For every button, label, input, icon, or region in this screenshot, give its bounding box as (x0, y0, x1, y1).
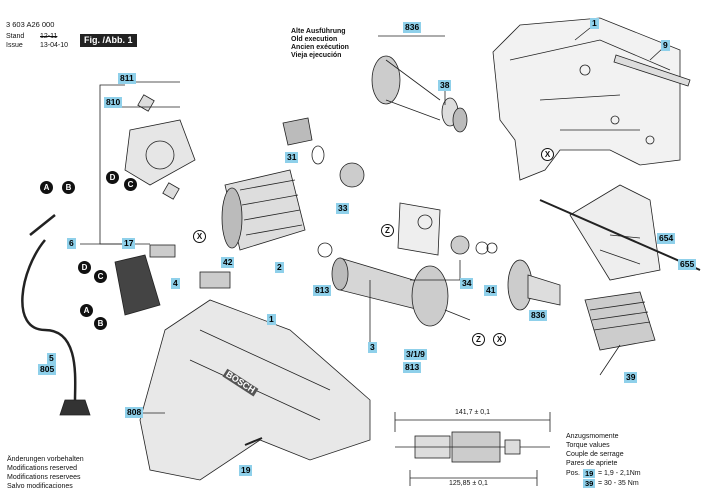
callout-9: 9 (661, 40, 670, 51)
marker-c-top: C (124, 178, 137, 191)
marker-c-bottom: C (94, 270, 107, 283)
marker-z-plate: Z (381, 224, 394, 237)
issue-label: Issue (6, 42, 23, 49)
torque-row2-val: = 30 - 35 Nm (598, 480, 639, 487)
callout-1-bottom: 1 (267, 314, 276, 325)
brush-holder (124, 119, 196, 186)
armature (339, 257, 421, 311)
dimension-top: 141,7 ± 0,1 (455, 409, 490, 416)
old-gear (371, 55, 401, 105)
footer-en: Modifications reserved (7, 465, 78, 472)
marker-x-housing: X (541, 148, 554, 161)
torque-es: Pares de apriete (566, 460, 618, 467)
callout-2: 2 (275, 262, 284, 273)
callout-655: 655 (678, 259, 697, 270)
marker-x-armature: X (493, 333, 506, 346)
torque-de: Anzugsmomente (566, 433, 619, 440)
torque-row2-pos: 39 (583, 479, 596, 488)
callout-39: 39 (624, 372, 638, 383)
marker-b-top: B (62, 181, 75, 194)
guide-rail (613, 54, 691, 87)
issue-value: 13-04-10 (40, 42, 69, 49)
clutch-ring (339, 162, 365, 188)
footer-es: Salvo modificaciones (7, 483, 73, 490)
marker-d-top: D (106, 171, 119, 184)
old-execution-es: Vieja ejecución (291, 52, 342, 59)
callout-3-1-9: 3/1/9 (404, 349, 427, 360)
marker-a-top: A (40, 181, 53, 194)
callout-813-left: 813 (313, 285, 332, 296)
callout-811: 811 (118, 73, 136, 84)
callout-3: 3 (368, 342, 377, 353)
marker-d-bottom: D (78, 261, 91, 274)
torque-row1-val: = 1,9 - 2,1Nm (598, 470, 641, 477)
callout-813-right: 813 (403, 362, 422, 373)
callout-808: 808 (125, 407, 144, 418)
footer-fr: Modifications reservees (7, 474, 81, 481)
callout-5: 5 (47, 353, 56, 364)
callout-6: 6 (67, 238, 76, 249)
callout-19: 19 (239, 465, 253, 476)
callout-810: 810 (104, 97, 123, 108)
marker-z-armature: Z (472, 333, 485, 346)
callout-33: 33 (336, 203, 350, 214)
figure-label: Fig. /Abb. 1 (80, 34, 137, 47)
callout-17: 17 (122, 238, 136, 249)
stand-label: Stand (6, 33, 25, 40)
callout-31: 31 (285, 152, 299, 163)
part-31 (282, 117, 313, 146)
stand-value: 12-11 (40, 33, 58, 40)
bearing-plate (397, 202, 441, 256)
torque-pos-label: Pos. (566, 470, 581, 477)
callout-42: 42 (221, 257, 235, 268)
power-cord (21, 239, 77, 401)
old-execution-en: Old execution (291, 36, 338, 43)
marker-x-stator: X (193, 230, 206, 243)
marker-a-bottom: A (80, 304, 93, 317)
part-number: 3 603 A26 000 (6, 20, 55, 29)
callout-41: 41 (484, 285, 498, 296)
torque-row1-pos: 19 (583, 469, 596, 478)
torque-en: Torque values (566, 442, 610, 449)
old-execution-fr: Ancien exécution (291, 44, 349, 51)
callout-654: 654 (657, 233, 676, 244)
callout-1-top: 1 (590, 18, 599, 29)
footer-de: Änderungen vorbehalten (7, 456, 84, 463)
callout-836-bottom: 836 (529, 310, 548, 321)
plug (59, 399, 91, 416)
callout-38: 38 (438, 80, 452, 91)
dimension-drawing (394, 412, 551, 486)
torque-fr: Couple de serrage (566, 451, 624, 458)
marker-b-bottom: B (94, 317, 107, 330)
dimension-bottom: 125,85 ± 0,1 (449, 480, 488, 487)
callout-836-top: 836 (403, 22, 422, 33)
callout-4: 4 (171, 278, 180, 289)
drill-chuck (584, 291, 656, 351)
old-execution-de: Alte Ausführung (291, 28, 346, 35)
callout-805: 805 (38, 364, 57, 375)
housing-half (492, 17, 681, 181)
callout-34: 34 (460, 278, 474, 289)
switch (114, 254, 161, 316)
